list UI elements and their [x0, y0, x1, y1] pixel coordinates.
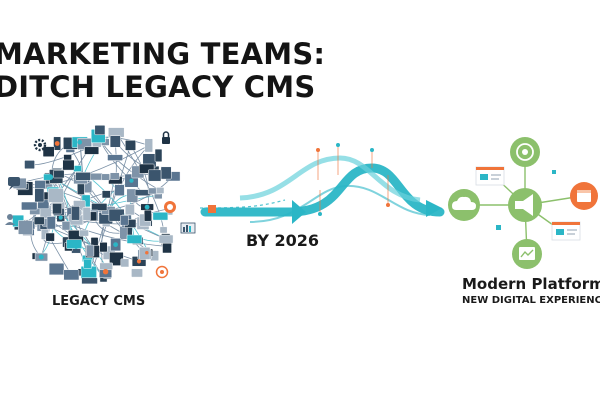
legacy-module-tile — [63, 269, 80, 281]
legacy-module-tile — [109, 135, 121, 148]
legacy-module-tile — [33, 216, 45, 225]
cloud-icon — [448, 189, 480, 221]
calendar-icon — [570, 182, 598, 210]
cluster-node — [136, 259, 142, 264]
cluster-node — [113, 242, 118, 248]
legacy-module-tile — [75, 172, 91, 181]
cluster-node — [129, 178, 134, 183]
legacy-cms-cluster — [5, 125, 196, 285]
user-icon — [5, 214, 15, 225]
legacy-module-tile — [46, 216, 56, 230]
legacy-module-tile — [45, 232, 55, 242]
legacy-module-tile — [82, 207, 91, 221]
legacy-module-tile — [52, 203, 63, 215]
warning-icon — [155, 265, 169, 279]
legacy-module-tile — [143, 209, 152, 222]
legacy-module-tile — [152, 211, 169, 221]
legacy-module-tile — [77, 182, 85, 195]
legacy-module-tile — [124, 204, 135, 216]
legacy-module-tile — [101, 173, 110, 181]
legacy-module-tile — [126, 234, 143, 244]
headline-line-2: DITCH LEGACY CMS — [0, 70, 316, 104]
legacy-module-tile — [61, 221, 71, 231]
legacy-module-tile — [101, 190, 111, 199]
cluster-node — [58, 215, 63, 220]
legacy-module-tile — [144, 138, 153, 153]
legacy-module-tile — [109, 172, 120, 180]
lock-icon — [162, 131, 170, 144]
cluster-node — [145, 251, 149, 255]
headline-line-1: MARKETING TEAMS: — [0, 37, 326, 71]
legacy-module-tile — [86, 244, 95, 257]
arrowhead-icon — [292, 200, 306, 224]
legacy-module-tile — [84, 146, 100, 155]
target-icon — [510, 137, 540, 167]
legacy-module-tile — [48, 262, 65, 276]
legacy-module-tile — [53, 169, 65, 179]
legacy-module-tile — [89, 172, 104, 181]
legacy-module-tile — [94, 125, 106, 136]
cluster-node — [73, 244, 79, 249]
cluster-wire — [130, 145, 150, 208]
browser-window-icon — [551, 221, 581, 241]
legacy-module-tile — [119, 226, 128, 240]
modern-platform-hub — [448, 137, 598, 269]
legacy-module-tile — [99, 262, 113, 271]
cluster-node — [77, 139, 82, 145]
legacy-module-tile — [159, 226, 168, 234]
legacy-module-tile — [120, 258, 130, 268]
legacy-module-tile — [81, 277, 98, 285]
legacy-module-tile — [114, 184, 125, 196]
legacy-cms-label: LEGACY CMS — [52, 294, 146, 309]
chart-icon — [180, 222, 196, 234]
alert-dot-center — [167, 204, 173, 210]
legacy-module-tile — [73, 165, 82, 172]
gear-icon — [33, 138, 47, 152]
modern-platform-title: Modern Platform — [462, 275, 600, 293]
legacy-module-tile — [131, 268, 143, 278]
legacy-module-tile — [34, 188, 45, 203]
modern-platform-subtitle: NEW DIGITAL EXPERIENCE — [462, 295, 600, 306]
cluster-node — [47, 174, 54, 181]
cluster-node — [38, 254, 44, 260]
headline: MARKETING TEAMS: DITCH LEGACY CMS — [0, 38, 325, 104]
legacy-module-tile — [160, 166, 172, 180]
legacy-module-tile — [125, 140, 136, 151]
browser-window-icon — [475, 166, 505, 186]
legacy-module-tile — [21, 201, 38, 211]
legacy-module-tile — [62, 159, 75, 171]
legacy-module-tile — [99, 242, 108, 253]
legacy-module-tile — [91, 203, 108, 211]
legacy-module-tile — [155, 187, 165, 194]
legacy-module-tile — [34, 180, 46, 190]
cluster-node — [55, 141, 60, 146]
legacy-module-tile — [24, 160, 35, 170]
legacy-module-tile — [18, 220, 33, 235]
legacy-module-tile — [120, 215, 129, 226]
deadline-label: BY 2026 — [246, 231, 320, 250]
legacy-module-tile — [71, 206, 80, 221]
chat-icon — [8, 177, 20, 190]
megaphone-icon — [508, 188, 542, 222]
cluster-wire — [101, 141, 161, 191]
transition-arrow — [199, 143, 445, 224]
legacy-module-tile — [42, 146, 55, 157]
legacy-module-tile — [107, 154, 123, 161]
legacy-module-tile — [138, 246, 151, 260]
cluster-node — [144, 204, 150, 210]
legacy-module-tile — [83, 258, 92, 269]
legacy-module-tile — [148, 169, 162, 182]
legacy-module-tile — [78, 229, 89, 237]
analytics-icon — [512, 239, 542, 269]
legacy-module-tile — [158, 234, 174, 244]
legacy-module-tile — [154, 148, 163, 163]
cluster-node — [102, 269, 109, 275]
legacy-module-tile — [47, 188, 64, 203]
arrowhead-icon — [426, 200, 442, 217]
